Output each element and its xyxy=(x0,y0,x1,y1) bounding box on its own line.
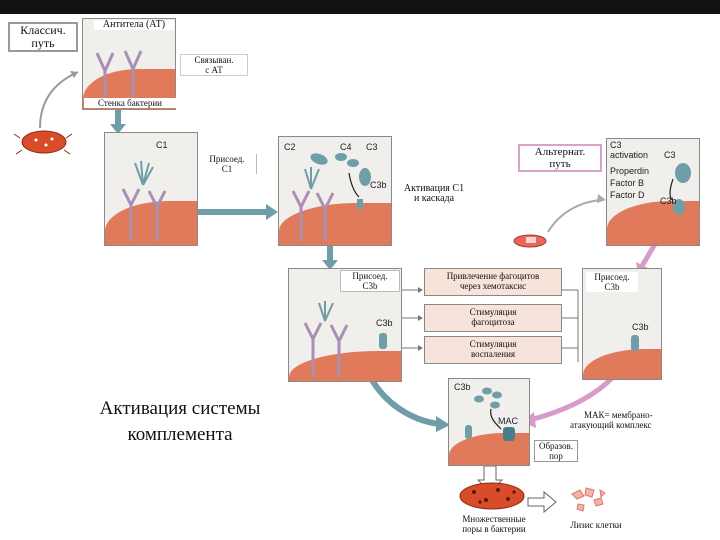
label-bacterial-wall: Стенка бактерии xyxy=(84,98,176,108)
panel-cascade xyxy=(278,136,392,246)
panel-alt-path xyxy=(606,138,700,246)
label-properdin: Properdin xyxy=(610,166,650,176)
label-c3b-left: C3b xyxy=(376,318,393,328)
label-c4: C4 xyxy=(340,142,352,152)
panel-antibodies xyxy=(82,18,176,110)
label-factor-d: Factor D xyxy=(610,190,645,200)
panel-c3b-right xyxy=(582,268,662,380)
top-bar xyxy=(0,0,720,14)
label-attach-c3b-right: Присоед.C3b xyxy=(586,272,638,292)
label-cell-lysis: Лизис клетки xyxy=(558,520,634,530)
label-c3: C3 xyxy=(366,142,378,152)
label-c3b-cascade: C3b xyxy=(370,180,387,190)
label-c3-alt: C3 xyxy=(664,150,676,160)
label-c3b-alt: C3b xyxy=(660,196,677,206)
label-binding-at: Связыван.с АТ xyxy=(180,54,248,76)
label-c3b-right: C3b xyxy=(632,322,649,332)
label-classic-path: Классич.путь xyxy=(8,22,78,52)
bacterium-icon xyxy=(13,130,73,155)
label-attach-c1: Присоед.C1 xyxy=(198,154,257,174)
label-alt-path: Альтернат.путь xyxy=(518,144,602,172)
label-mac: MAC xyxy=(498,416,518,426)
porous-bacterium-icon xyxy=(459,482,525,510)
label-mac-definition: МАК= мембрано-атакующий комплекс xyxy=(570,410,698,430)
label-c2: C2 xyxy=(284,142,296,152)
label-pore-formation: Образов.пор xyxy=(534,440,578,462)
label-attach-c3b-left: Присоед.C3b xyxy=(340,270,400,292)
label-c3b-mac: C3b xyxy=(454,382,471,392)
label-antibodies: Антитела (АТ) xyxy=(94,20,174,30)
label-factor-b: Factor B xyxy=(610,178,645,188)
panel-c1 xyxy=(104,132,198,246)
panel-mac xyxy=(448,378,530,466)
lysed-cell-icon xyxy=(571,487,606,512)
bacterium-small-icon xyxy=(513,234,547,248)
label-c1: C1 xyxy=(156,140,168,150)
